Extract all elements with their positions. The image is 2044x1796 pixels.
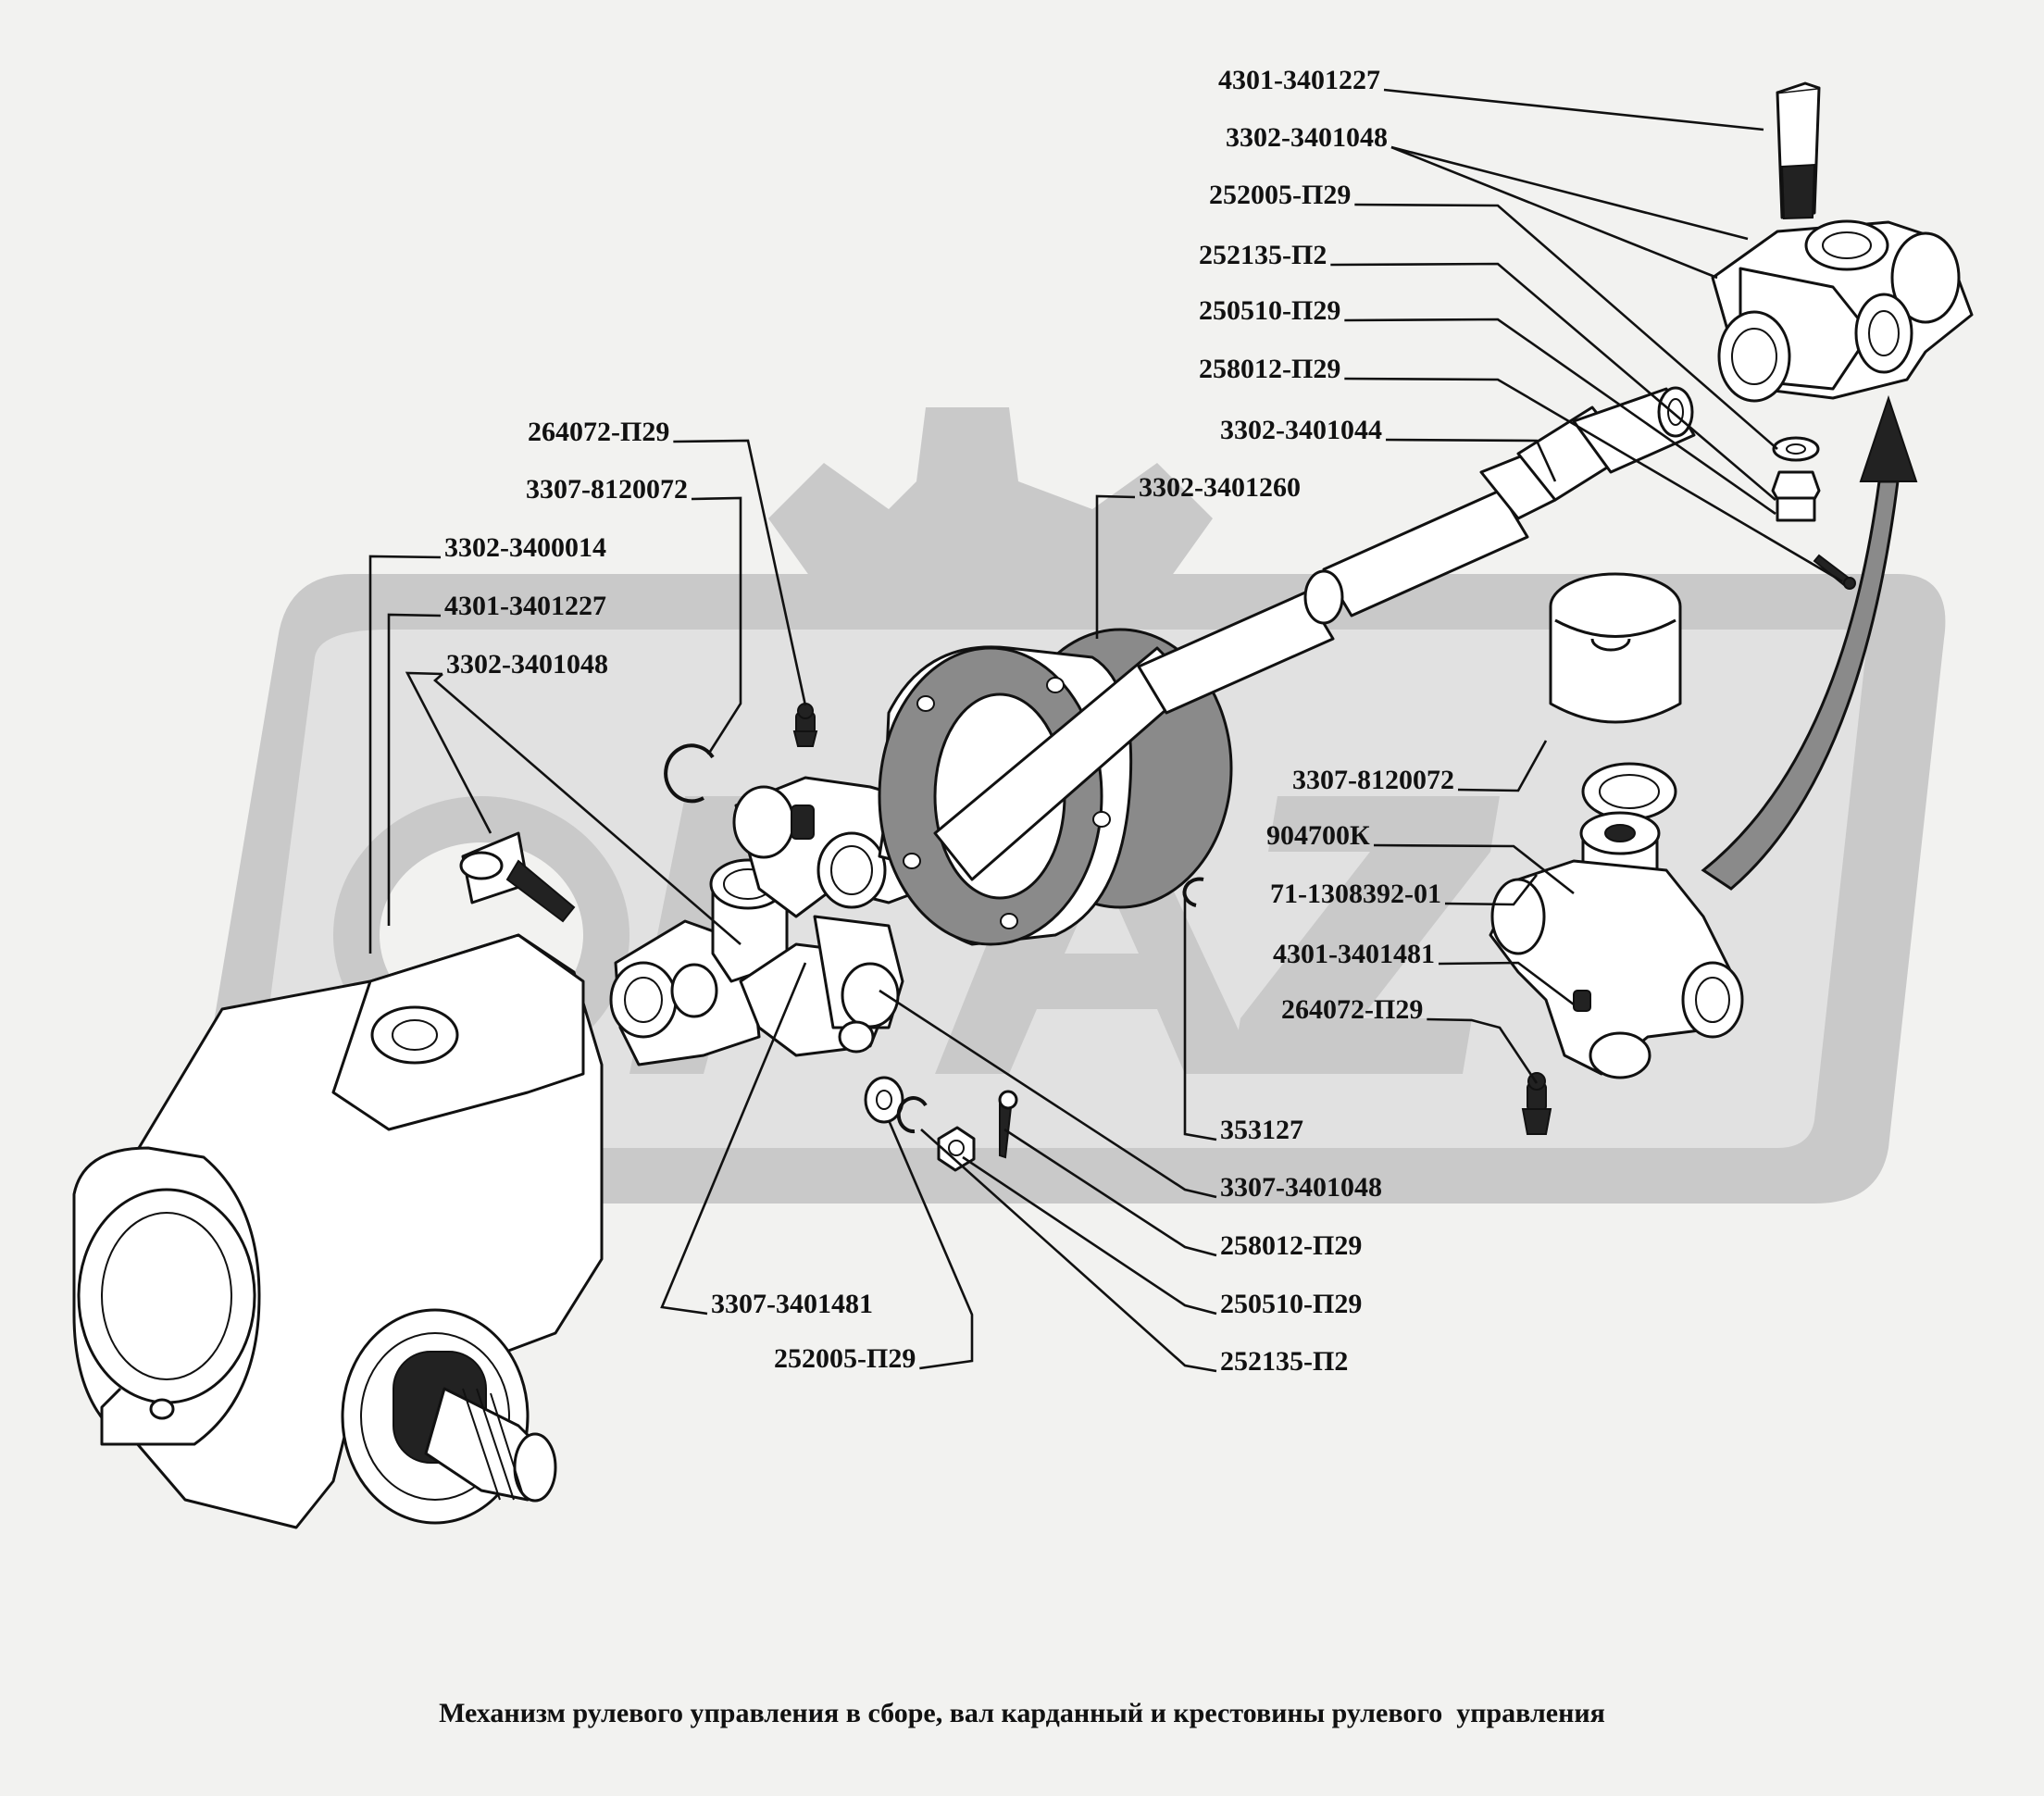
- leader-line: [660, 962, 807, 1316]
- callout-label: 353127: [1220, 1115, 1303, 1145]
- leader-line: [887, 1119, 974, 1370]
- leader-line: [673, 439, 807, 706]
- leader-line: [387, 613, 442, 926]
- leader-line: [1095, 494, 1136, 639]
- callout-label: 252135-П2: [1220, 1346, 1348, 1377]
- leader-line: [962, 1155, 1217, 1316]
- leader-line: [1354, 203, 1778, 450]
- leader-line: [1003, 1128, 1217, 1257]
- callout-label: 904700К: [1266, 820, 1370, 851]
- watermark-letter-a: [935, 796, 1259, 1074]
- callout-label: 258012-П29: [1199, 354, 1340, 384]
- callout-label: 252135-П2: [1199, 240, 1327, 270]
- leader-line: [691, 496, 742, 755]
- leader-line: [1344, 318, 1776, 516]
- callout-label: 258012-П29: [1220, 1230, 1362, 1261]
- leader-line: [1427, 1017, 1539, 1084]
- leader-line: [1344, 377, 1843, 583]
- leader-line: [1330, 262, 1776, 501]
- diagram-caption: Механизм рулевого управления в сборе, ва…: [439, 1698, 1605, 1728]
- callout-label: 264072-П29: [1281, 994, 1423, 1025]
- right-cross-assembly: [1182, 572, 1744, 1135]
- assembly-direction-arrow: [1701, 394, 1918, 891]
- leader-line: [1390, 145, 1749, 241]
- leader-line: [879, 989, 1217, 1199]
- callout-label: 4301-3401227: [444, 591, 606, 621]
- callout-label: 3302-3401048: [1226, 122, 1388, 153]
- callout-labels: 4301-3401227 3302-3401048 252005-П29 252…: [444, 65, 1454, 1377]
- callout-label: 3307-8120072: [526, 474, 688, 505]
- callout-label: 264072-П29: [528, 417, 669, 447]
- leader-line: [1438, 961, 1575, 1006]
- callout-label: 4301-3401481: [1273, 939, 1435, 969]
- callout-label: 3302-3401044: [1220, 415, 1382, 445]
- leader-lines: [368, 88, 1843, 1373]
- callout-label: 252005-П29: [774, 1343, 916, 1374]
- leader-line: [1183, 893, 1217, 1141]
- steering-gear-housing: [72, 933, 604, 1529]
- callout-label: 3307-8120072: [1292, 765, 1454, 795]
- callout-label: 3307-3401481: [711, 1289, 873, 1319]
- callout-label: 3302-3400014: [444, 532, 606, 563]
- leader-line: [433, 673, 742, 945]
- callout-label: 252005-П29: [1209, 180, 1351, 210]
- cardan-shaft: [933, 386, 1696, 881]
- lower-small-parts: [664, 703, 1018, 1172]
- callout-label: 4301-3401227: [1218, 65, 1380, 95]
- leader-line: [920, 1129, 1217, 1373]
- callout-label: 71-1308392-01: [1270, 879, 1441, 909]
- leader-line: [1373, 843, 1575, 895]
- leader-line: [405, 671, 492, 834]
- watermark-letter-z: [1231, 796, 1500, 1074]
- leader-line: [368, 555, 442, 954]
- leader-line: [1457, 740, 1548, 792]
- callout-label: 3302-3401260: [1139, 472, 1301, 503]
- leader-line: [1390, 145, 1718, 280]
- callout-label: 250510-П29: [1199, 295, 1340, 326]
- leader-line: [1385, 438, 1557, 482]
- callout-label: 250510-П29: [1220, 1289, 1362, 1319]
- callout-label: 3302-3401048: [446, 649, 608, 680]
- leader-line: [1383, 88, 1764, 131]
- callout-label: 3307-3401048: [1220, 1172, 1382, 1203]
- pin-left: [459, 831, 576, 923]
- upper-universal-joint: [1711, 81, 1974, 590]
- leader-line: [1444, 874, 1539, 906]
